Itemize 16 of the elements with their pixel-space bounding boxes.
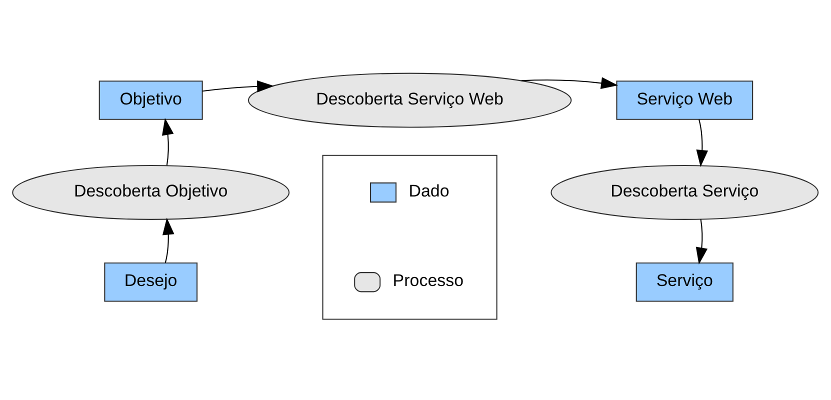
node-box: Objetivo [98,80,203,120]
arrow [696,118,708,166]
node-ellipse: Descoberta Objetivo [12,164,290,220]
node-box: Desejo [104,262,198,302]
legend-label: Dado [408,181,450,200]
arrow [521,76,618,88]
node-ellipse: Descoberta Serviço [550,164,819,220]
arrow [162,217,174,263]
node-box: Serviço Web [616,80,754,120]
legend-label: Processo [392,270,464,290]
arrow [162,117,174,165]
arrow [696,218,708,264]
arrow [202,80,274,92]
node-box: Serviço [636,262,734,302]
node-ellipse: Descoberta Serviço Web [248,72,572,128]
node-box [322,154,498,320]
